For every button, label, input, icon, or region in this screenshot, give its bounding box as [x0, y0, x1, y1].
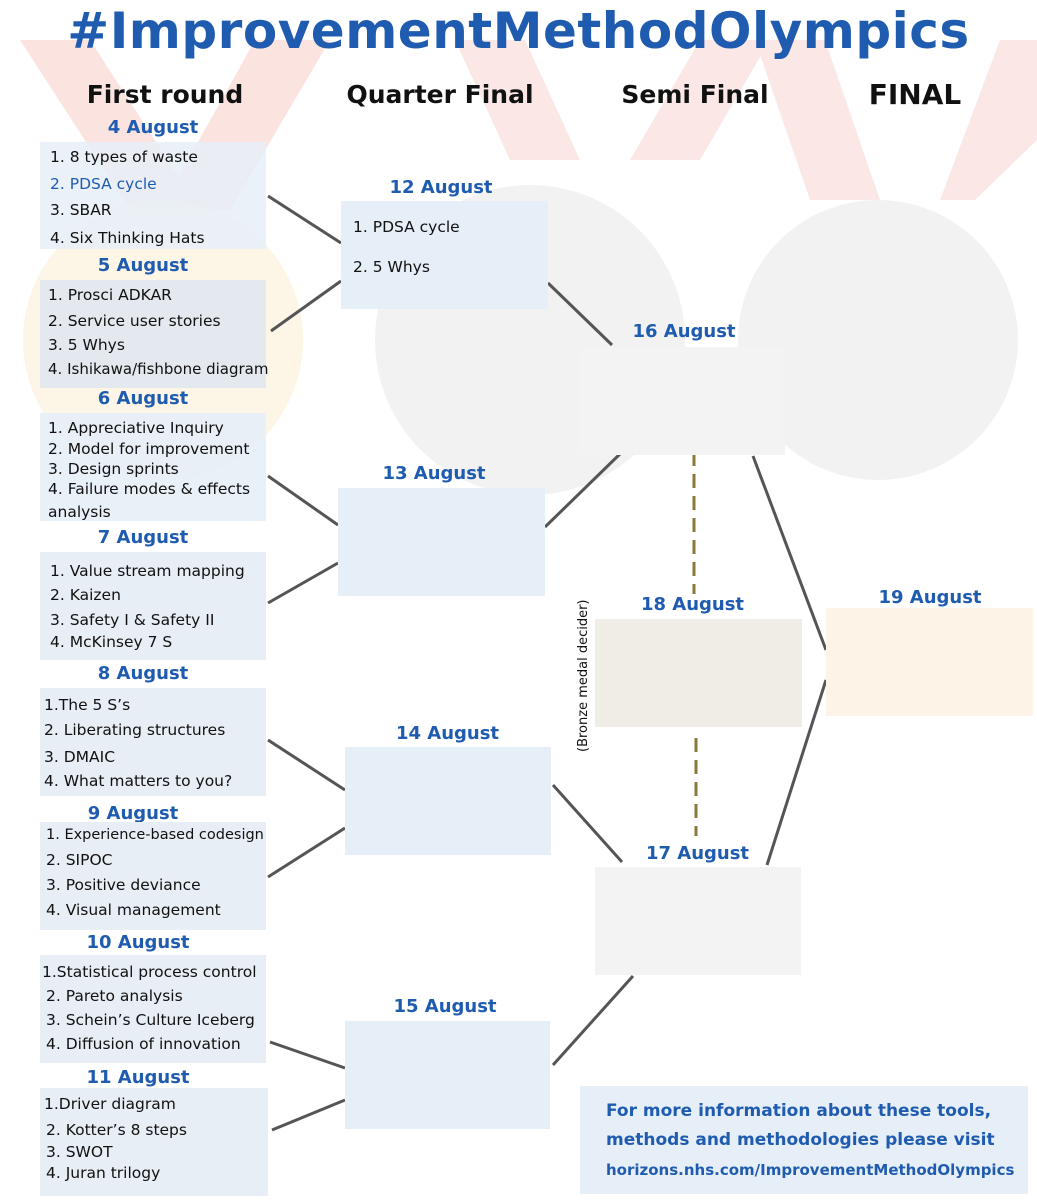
connector-line [267, 826, 346, 879]
connector-line [551, 974, 635, 1067]
method-item: analysis [48, 503, 111, 521]
method-item: 3. Schein’s Culture Iceberg [46, 1011, 255, 1029]
info-link[interactable]: horizons.nhs.com/ImprovementMethodOlympi… [606, 1161, 1015, 1179]
method-item: 3. Safety I & Safety II [50, 611, 215, 629]
first-round-date: 6 August [97, 388, 189, 409]
method-item: 3. 5 Whys [48, 336, 125, 354]
column-header-semi-final: Semi Final [621, 80, 769, 109]
info-text-line-1: For more information about these tools, [606, 1101, 992, 1121]
connector-line [267, 738, 346, 792]
method-item: 1. Prosci ADKAR [48, 286, 172, 304]
method-item: 2. Kotter’s 8 steps [46, 1121, 187, 1139]
method-item: 4. McKinsey 7 S [50, 633, 173, 651]
column-header-quarter-final: Quarter Final [346, 80, 534, 109]
first-round-group: 1.Driver diagram 2. Kotter’s 8 steps 3. … [40, 1088, 268, 1196]
method-item-advanced: 2. PDSA cycle [50, 175, 157, 193]
column-header-first-round: First round [86, 80, 244, 109]
final-group [826, 608, 1033, 716]
first-round-group: 1. Value stream mapping 2. Kaizen 3. Saf… [40, 552, 266, 660]
quarter-final-date: 14 August [395, 723, 500, 744]
connector-line [267, 194, 342, 245]
connector-line [267, 474, 339, 527]
method-item: 3. SWOT [46, 1143, 113, 1161]
method-item: 1. Value stream mapping [50, 562, 245, 580]
first-round-group: 1. 8 types of waste 2. PDSA cycle 3. SBA… [40, 142, 266, 249]
connector-line [270, 279, 342, 333]
method-item: 4. Juran trilogy [46, 1164, 161, 1182]
method-item: 2. Model for improvement [48, 440, 250, 458]
semi-final-date: 16 August [632, 321, 736, 342]
method-item: 4. Visual management [46, 901, 221, 919]
semi-final-date: 17 August [645, 843, 750, 864]
semi-final-group [579, 347, 785, 455]
first-round-date: 5 August [97, 255, 189, 276]
quarter-final-date: 13 August [382, 463, 486, 484]
connector-line [267, 561, 339, 605]
connector-line [543, 450, 624, 529]
first-round-date: 7 August [97, 527, 189, 548]
method-item: 1. PDSA cycle [353, 218, 460, 236]
semi-final-group [595, 867, 801, 975]
connector-line [269, 1040, 346, 1070]
method-item: 1.The 5 S’s [44, 696, 131, 714]
first-round-group: 1. Experience-based codesign 2. SIPOC 3.… [40, 822, 266, 930]
final-date: 19 August [878, 587, 982, 608]
page-title: #ImprovementMethodOlympics [67, 2, 970, 60]
method-item: 2. 5 Whys [353, 258, 430, 276]
bronze-date: 18 August [640, 594, 745, 615]
method-item: 1. Experience-based codesign [46, 827, 264, 843]
first-round-date: 9 August [87, 803, 179, 824]
bronze-group [595, 619, 802, 727]
first-round-group: 1.Statistical process control 2. Pareto … [40, 955, 266, 1063]
quarter-final-group [345, 747, 551, 855]
first-round-group: 1. Appreciative Inquiry 2. Model for imp… [40, 413, 266, 521]
first-round-group: 1. Prosci ADKAR 2. Service user stories … [40, 280, 269, 388]
method-item: 2. SIPOC [46, 851, 113, 869]
method-item: 3. SBAR [50, 201, 112, 219]
first-round-date: 4 August [107, 117, 199, 138]
method-item: 4. Six Thinking Hats [50, 229, 205, 247]
method-item: 1.Statistical process control [42, 963, 257, 981]
first-round-group: 1.The 5 S’s 2. Liberating structures 3. … [40, 688, 266, 796]
method-item: 1.Driver diagram [44, 1095, 176, 1113]
method-item: 4. Ishikawa/fishbone diagram [48, 360, 269, 378]
method-item: 3. DMAIC [44, 748, 116, 766]
method-item: 1. 8 types of waste [50, 148, 198, 166]
method-item: 3. Design sprints [48, 460, 179, 478]
quarter-final-group [345, 1021, 550, 1129]
quarter-final-group [338, 488, 545, 596]
connector-line [271, 1098, 346, 1132]
quarter-final-date: 15 August [393, 996, 497, 1017]
first-round-date: 11 August [86, 1067, 190, 1088]
method-item: 2. Liberating structures [44, 721, 226, 739]
method-item: 2. Kaizen [50, 586, 121, 604]
first-round-date: 10 August [86, 932, 190, 953]
method-item: 3. Positive deviance [46, 876, 201, 894]
method-item: 4. Diffusion of innovation [46, 1035, 241, 1053]
quarter-final-group: 1. PDSA cycle 2. 5 Whys [341, 201, 548, 309]
info-box: For more information about these tools, … [580, 1086, 1028, 1194]
column-header-final: FINAL [868, 78, 962, 111]
quarter-final-date: 12 August [389, 177, 493, 198]
first-round-date: 8 August [97, 663, 189, 684]
method-item: 4. What matters to you? [44, 772, 233, 790]
method-item: 4. Failure modes & effects [48, 480, 251, 498]
method-item: 2. Service user stories [48, 312, 221, 330]
method-item: 1. Appreciative Inquiry [48, 419, 224, 437]
info-text-line-2: methods and methodologies please visit [606, 1130, 995, 1150]
method-item: 2. Pareto analysis [46, 987, 183, 1005]
